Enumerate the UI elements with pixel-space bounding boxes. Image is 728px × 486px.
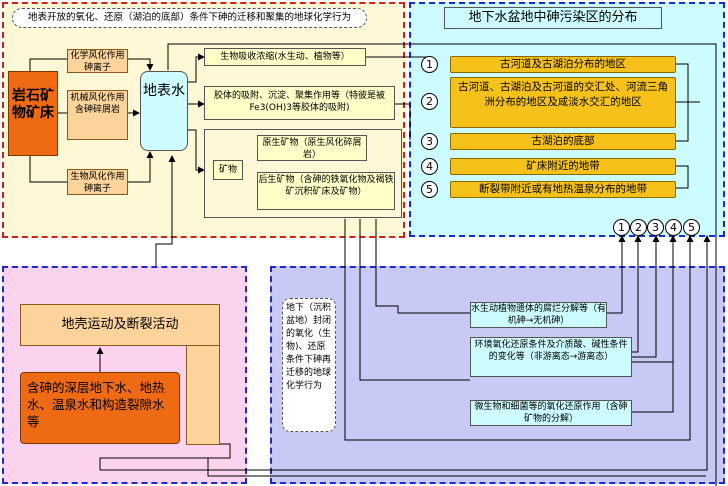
surface-region-title: 地表开放的氧化、还原（湖泊的底部）条件下砷的迁移和聚集的地球化学行为 [12, 8, 367, 28]
distribution-number-3: 3 [421, 133, 438, 150]
link-number-5: 5 [683, 219, 700, 236]
link-number-4: 4 [665, 219, 682, 236]
biological-weathering-box: 生物风化作用砷离子 [67, 169, 128, 195]
closed-environment-note: 地下（沉积盆地）封闭的氧化（生物)、还原条件下砷再迁移的地球化学行为 [282, 298, 336, 432]
chemical-weathering-box: 化学风化作用砷离子 [67, 49, 128, 73]
link-number-3: 3 [647, 219, 664, 236]
distribution-number-4: 4 [421, 158, 438, 175]
distribution-number-5: 5 [421, 181, 438, 198]
distribution-item-1: 古河道及古湖泊分布的地区 [450, 56, 676, 73]
distribution-number-1: 1 [421, 56, 438, 73]
mechanical-weathering-box: 机械风化作用含砷碎屑岩 [67, 90, 128, 140]
distribution-item-5: 断裂带附近或有地热温泉分布的地带 [450, 181, 676, 198]
deep-groundwater-box: 含砷的深层地下水、地热水、温泉水和构造裂隙水等 [20, 372, 180, 444]
decay-process-box: 水生动植物遗体的腐烂分解等（有机砷→无机砷） [470, 302, 607, 328]
colloid-adsorption-box: 胶体的吸附、沉淀、聚集作用等（特彼是被Fe3(OH)3等胶体的吸附) [204, 86, 395, 120]
primary-mineral-box: 原生矿物（原生风化碎屑岩） [257, 135, 367, 161]
secondary-mineral-box: 后生矿物（含砷的铁氧化物及褐铁矿沉积矿床及矿物） [257, 172, 395, 210]
distribution-item-3: 古湖泊的底部 [450, 133, 676, 150]
surface-water-box: 地表水 [140, 71, 188, 151]
distribution-title: 地下水盆地中砷污染区的分布 [444, 7, 662, 29]
link-number-2: 2 [630, 219, 647, 236]
distribution-item-4: 矿床附近的地带 [450, 158, 676, 175]
redox-condition-box: 环境氧化还原条件及介质酸、碱性条件的变化等（非游离态→游离态） [470, 337, 632, 377]
minerals-label-box: 矿物 [213, 160, 243, 180]
microbial-process-box: 微生物和细菌等的氧化还原作用（含砷矿物的分解） [470, 400, 632, 426]
rock-mineral-deposit-box: 岩石矿物矿床 [8, 71, 58, 156]
distribution-number-2: 2 [421, 93, 438, 110]
bio-absorption-box: 生物吸收浓缩(水生动、植物等） [204, 48, 366, 66]
crust-activity-tail [186, 340, 220, 445]
crust-activity-box: 地壳运动及断裂活动 [20, 304, 220, 346]
distribution-item-2: 古河道、古湖泊及古河道的交汇处、河流三角洲分布的地区及咸淡水交汇的地区 [450, 77, 676, 128]
link-number-1: 1 [613, 219, 630, 236]
